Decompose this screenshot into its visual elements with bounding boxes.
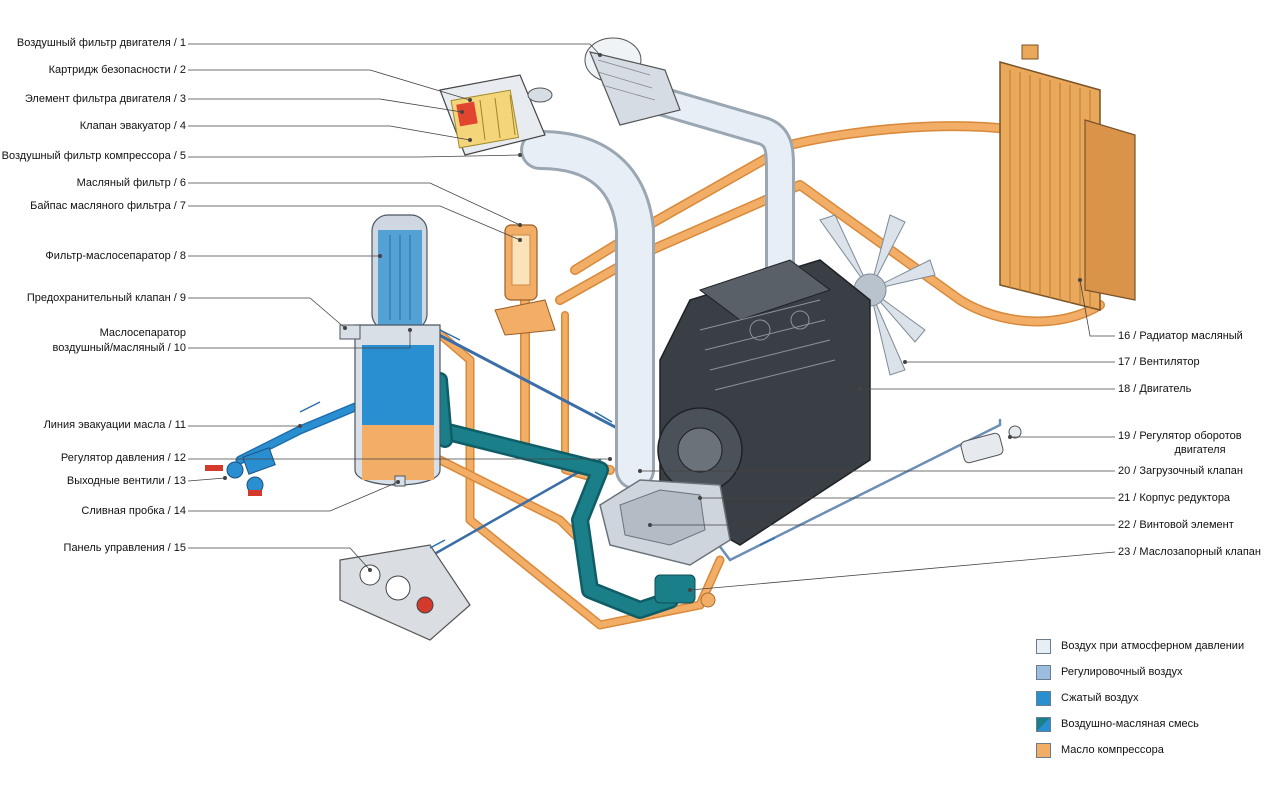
- label-15: Панель управления / 15: [63, 542, 186, 554]
- leader-dot-19: [1008, 434, 1013, 439]
- intake-pipes: [520, 80, 795, 490]
- label-14: Сливная пробка / 14: [81, 505, 186, 517]
- label-23: 23 / Маслозапорный клапан: [1118, 546, 1261, 558]
- label-6: Масляный фильтр / 6: [76, 177, 186, 189]
- legend-label: Масло компрессора: [1061, 744, 1164, 756]
- leader-line-4: [188, 125, 471, 141]
- fan: [817, 214, 936, 376]
- label-19-line1: 19 / Регулятор оборотов: [1118, 430, 1242, 442]
- label-5: Воздушный фильтр компрессора / 5: [1, 150, 186, 162]
- leader-dot-6: [518, 222, 523, 227]
- leader-dot-23: [688, 588, 693, 593]
- separator-tank: [339, 214, 441, 487]
- leader-dot-14: [395, 479, 400, 484]
- leader-dot-11: [297, 423, 302, 428]
- label-9: Предохранительный клапан / 9: [26, 292, 186, 304]
- label-21: 21 / Корпус редуктора: [1118, 492, 1231, 504]
- leader-dot-7: [518, 237, 523, 242]
- legend-item-reg-air: Регулировочный воздух: [1036, 659, 1272, 685]
- label-22: 22 / Винтовой элемент: [1118, 519, 1234, 531]
- label-17: 17 / Вентилятор: [1118, 356, 1200, 368]
- legend-swatch: [1036, 638, 1051, 654]
- label-16: 16 / Радиатор масляный: [1118, 330, 1243, 342]
- legend-item-oil: Масло компрессора: [1036, 737, 1272, 763]
- leader-dot-18: [858, 386, 863, 391]
- legend-item-comp-air: Сжатый воздух: [1036, 685, 1272, 711]
- label-20: 20 / Загрузочный клапан: [1118, 465, 1244, 477]
- leader-lines: [187, 43, 1116, 593]
- leader-dot-21: [698, 495, 703, 500]
- label-8: Фильтр-маслосепаратор / 8: [45, 250, 186, 262]
- leader-line-6: [188, 182, 521, 226]
- legend-label: Регулировочный воздух: [1061, 666, 1183, 678]
- leader-dot-2: [467, 98, 472, 103]
- oil-stop-valve: [654, 574, 716, 608]
- leader-dot-4: [467, 137, 472, 142]
- legend-item-mixture: Воздушно-масляная смесь: [1036, 711, 1272, 737]
- leader-dot-3: [459, 110, 464, 115]
- label-19-line2: двигателя: [1174, 444, 1226, 456]
- legend-label: Воздушно-масляная смесь: [1061, 718, 1199, 730]
- leader-dot-5: [518, 152, 523, 157]
- leader-line-9: [188, 297, 346, 329]
- screw-element: [599, 479, 731, 566]
- leader-dot-22: [648, 523, 653, 528]
- oil-filter: [494, 224, 556, 336]
- leader-line-1: [188, 43, 601, 56]
- engine-air-filter: [584, 37, 681, 126]
- leader-dot-12: [608, 456, 613, 461]
- legend: Воздух при атмосферном давлении Регулиро…: [1036, 633, 1272, 763]
- leader-line-10: [188, 330, 411, 349]
- leader-dot-1: [598, 53, 603, 58]
- leader-dot-8: [377, 253, 382, 258]
- label-10-line2: воздушный/масляный / 10: [52, 342, 186, 354]
- label-11: Линия эвакуации масла / 11: [43, 419, 186, 431]
- leader-line-7: [188, 205, 521, 241]
- leader-line-5: [188, 154, 521, 158]
- leader-line-2: [188, 69, 471, 101]
- control-panel: [339, 544, 471, 641]
- leader-dot-16: [1078, 277, 1083, 282]
- leader-line-15: [188, 547, 371, 571]
- legend-item-atm-air: Воздух при атмосферном давлении: [1036, 633, 1272, 659]
- legend-swatch: [1036, 742, 1051, 758]
- label-13: Выходные вентили / 13: [66, 475, 186, 487]
- engine: [657, 259, 871, 546]
- leader-line-14: [188, 481, 399, 512]
- leader-dot-17: [903, 359, 908, 364]
- legend-label: Воздух при атмосферном давлении: [1061, 640, 1245, 652]
- speed-regulator: [960, 425, 1022, 464]
- leader-dot-10: [407, 327, 412, 332]
- legend-swatch: [1036, 690, 1051, 706]
- legend-swatch: [1036, 716, 1051, 732]
- mixture-lines: [431, 372, 679, 619]
- leader-dot-20: [638, 468, 643, 473]
- legend-label: Сжатый воздух: [1061, 692, 1139, 704]
- leader-dot-9: [342, 325, 347, 330]
- flow-arrows: [299, 329, 776, 549]
- leader-line-16: [1079, 279, 1115, 337]
- label-18: 18 / Двигатель: [1118, 383, 1192, 395]
- leader-line-13: [187, 477, 226, 482]
- leader-dot-15: [367, 568, 372, 573]
- leader-line-23: [689, 551, 1116, 591]
- compressor-air-filter: [439, 74, 553, 156]
- label-7: Байпас масляного фильтра / 7: [30, 200, 186, 212]
- label-2: Картридж безопасности / 2: [48, 64, 186, 76]
- label-10-line1: Маслосепаратор: [99, 327, 186, 339]
- leader-line-3: [188, 98, 463, 113]
- leader-dot-13: [222, 475, 227, 480]
- regulating-air-line-1: [418, 323, 642, 442]
- outlet-valves: [205, 447, 276, 496]
- regulating-air-line-2: [413, 458, 602, 567]
- legend-swatch: [1036, 664, 1051, 680]
- label-1: Воздушный фильтр двигателя / 1: [16, 37, 186, 49]
- label-4: Клапан эвакуатор / 4: [79, 120, 186, 132]
- label-12: Регулятор давления / 12: [60, 452, 186, 464]
- oil-radiator: [999, 44, 1136, 311]
- label-3: Элемент фильтра двигателя / 3: [24, 93, 186, 105]
